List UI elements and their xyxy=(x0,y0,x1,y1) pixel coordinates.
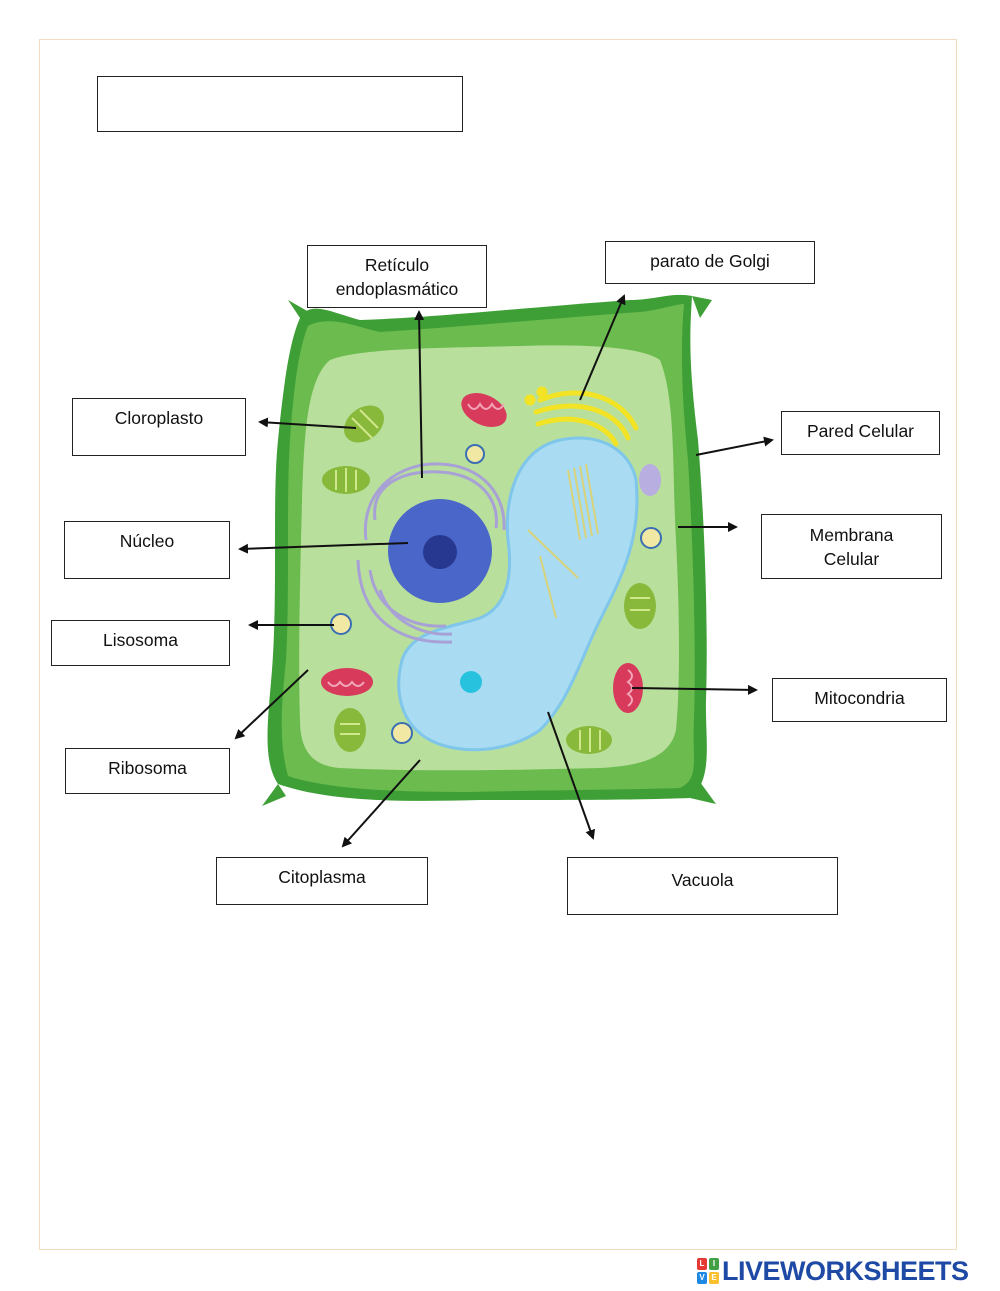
label-nucleo-text: Núcleo xyxy=(119,531,175,551)
label-cloroplasto-text: Cloroplasto xyxy=(114,408,204,428)
arrow-golgi xyxy=(579,294,626,401)
arrow-mitocondria xyxy=(631,684,758,695)
label-cloroplasto[interactable]: Cloroplasto xyxy=(72,398,246,456)
arrow-ribosoma xyxy=(234,669,309,740)
liveworksheets-logo: L I V E LIVEWORKSHEETS xyxy=(697,1256,969,1286)
golgi-apparatus xyxy=(524,386,639,447)
mitochondria xyxy=(321,393,643,713)
pointer-arrows xyxy=(234,294,774,848)
label-ribosoma-text: Ribosoma xyxy=(108,758,187,778)
title-answer-box[interactable] xyxy=(97,76,463,132)
label-membrana-text: Membrana Celular xyxy=(809,524,894,569)
label-golgi-text: parato de Golgi xyxy=(650,251,770,271)
vesicle-purple xyxy=(639,464,661,496)
worksheet-frame xyxy=(39,39,957,1250)
label-ribosoma[interactable]: Ribosoma xyxy=(65,748,230,794)
label-citoplasma-text: Citoplasma xyxy=(278,867,366,887)
label-lisosoma-text: Lisosoma xyxy=(103,630,178,650)
arrow-reticulo xyxy=(414,310,425,479)
vacuole-crystals xyxy=(527,463,599,619)
label-lisosoma[interactable]: Lisosoma xyxy=(51,620,230,666)
vacuole xyxy=(397,436,639,752)
logo-mark-icon: L I V E xyxy=(697,1258,719,1284)
label-mitocondria[interactable]: Mitocondria xyxy=(772,678,947,722)
arrow-vacuola xyxy=(547,711,596,840)
label-vacuola-text: Vacuola xyxy=(671,870,734,890)
label-membrana-celular[interactable]: Membrana Celular xyxy=(761,514,942,579)
label-aparato-golgi[interactable]: parato de Golgi xyxy=(605,241,815,284)
lysosomes xyxy=(330,444,662,744)
nucleolus xyxy=(423,535,457,569)
vacuole-spot xyxy=(460,671,482,693)
arrow-pared xyxy=(695,436,774,456)
label-vacuola[interactable]: Vacuola xyxy=(567,857,838,915)
label-pared-celular[interactable]: Pared Celular xyxy=(781,411,940,455)
arrow-cloroplasto xyxy=(258,417,357,429)
label-reticulo-endoplasmatico[interactable]: Retículo endoplasmático xyxy=(307,245,487,308)
logo-text: LIVEWORKSHEETS xyxy=(722,1255,969,1286)
arrow-citoplasma xyxy=(341,759,421,848)
label-mitocondria-text: Mitocondria xyxy=(814,688,905,708)
label-pared-text: Pared Celular xyxy=(807,421,914,441)
arrow-nucleo xyxy=(238,542,409,554)
label-citoplasma[interactable]: Citoplasma xyxy=(216,857,428,905)
label-reticulo-text: Retículo endoplasmático xyxy=(335,255,459,299)
endoplasmic-reticulum xyxy=(356,462,506,644)
label-nucleo[interactable]: Núcleo xyxy=(64,521,230,579)
chloroplasts xyxy=(322,405,656,754)
